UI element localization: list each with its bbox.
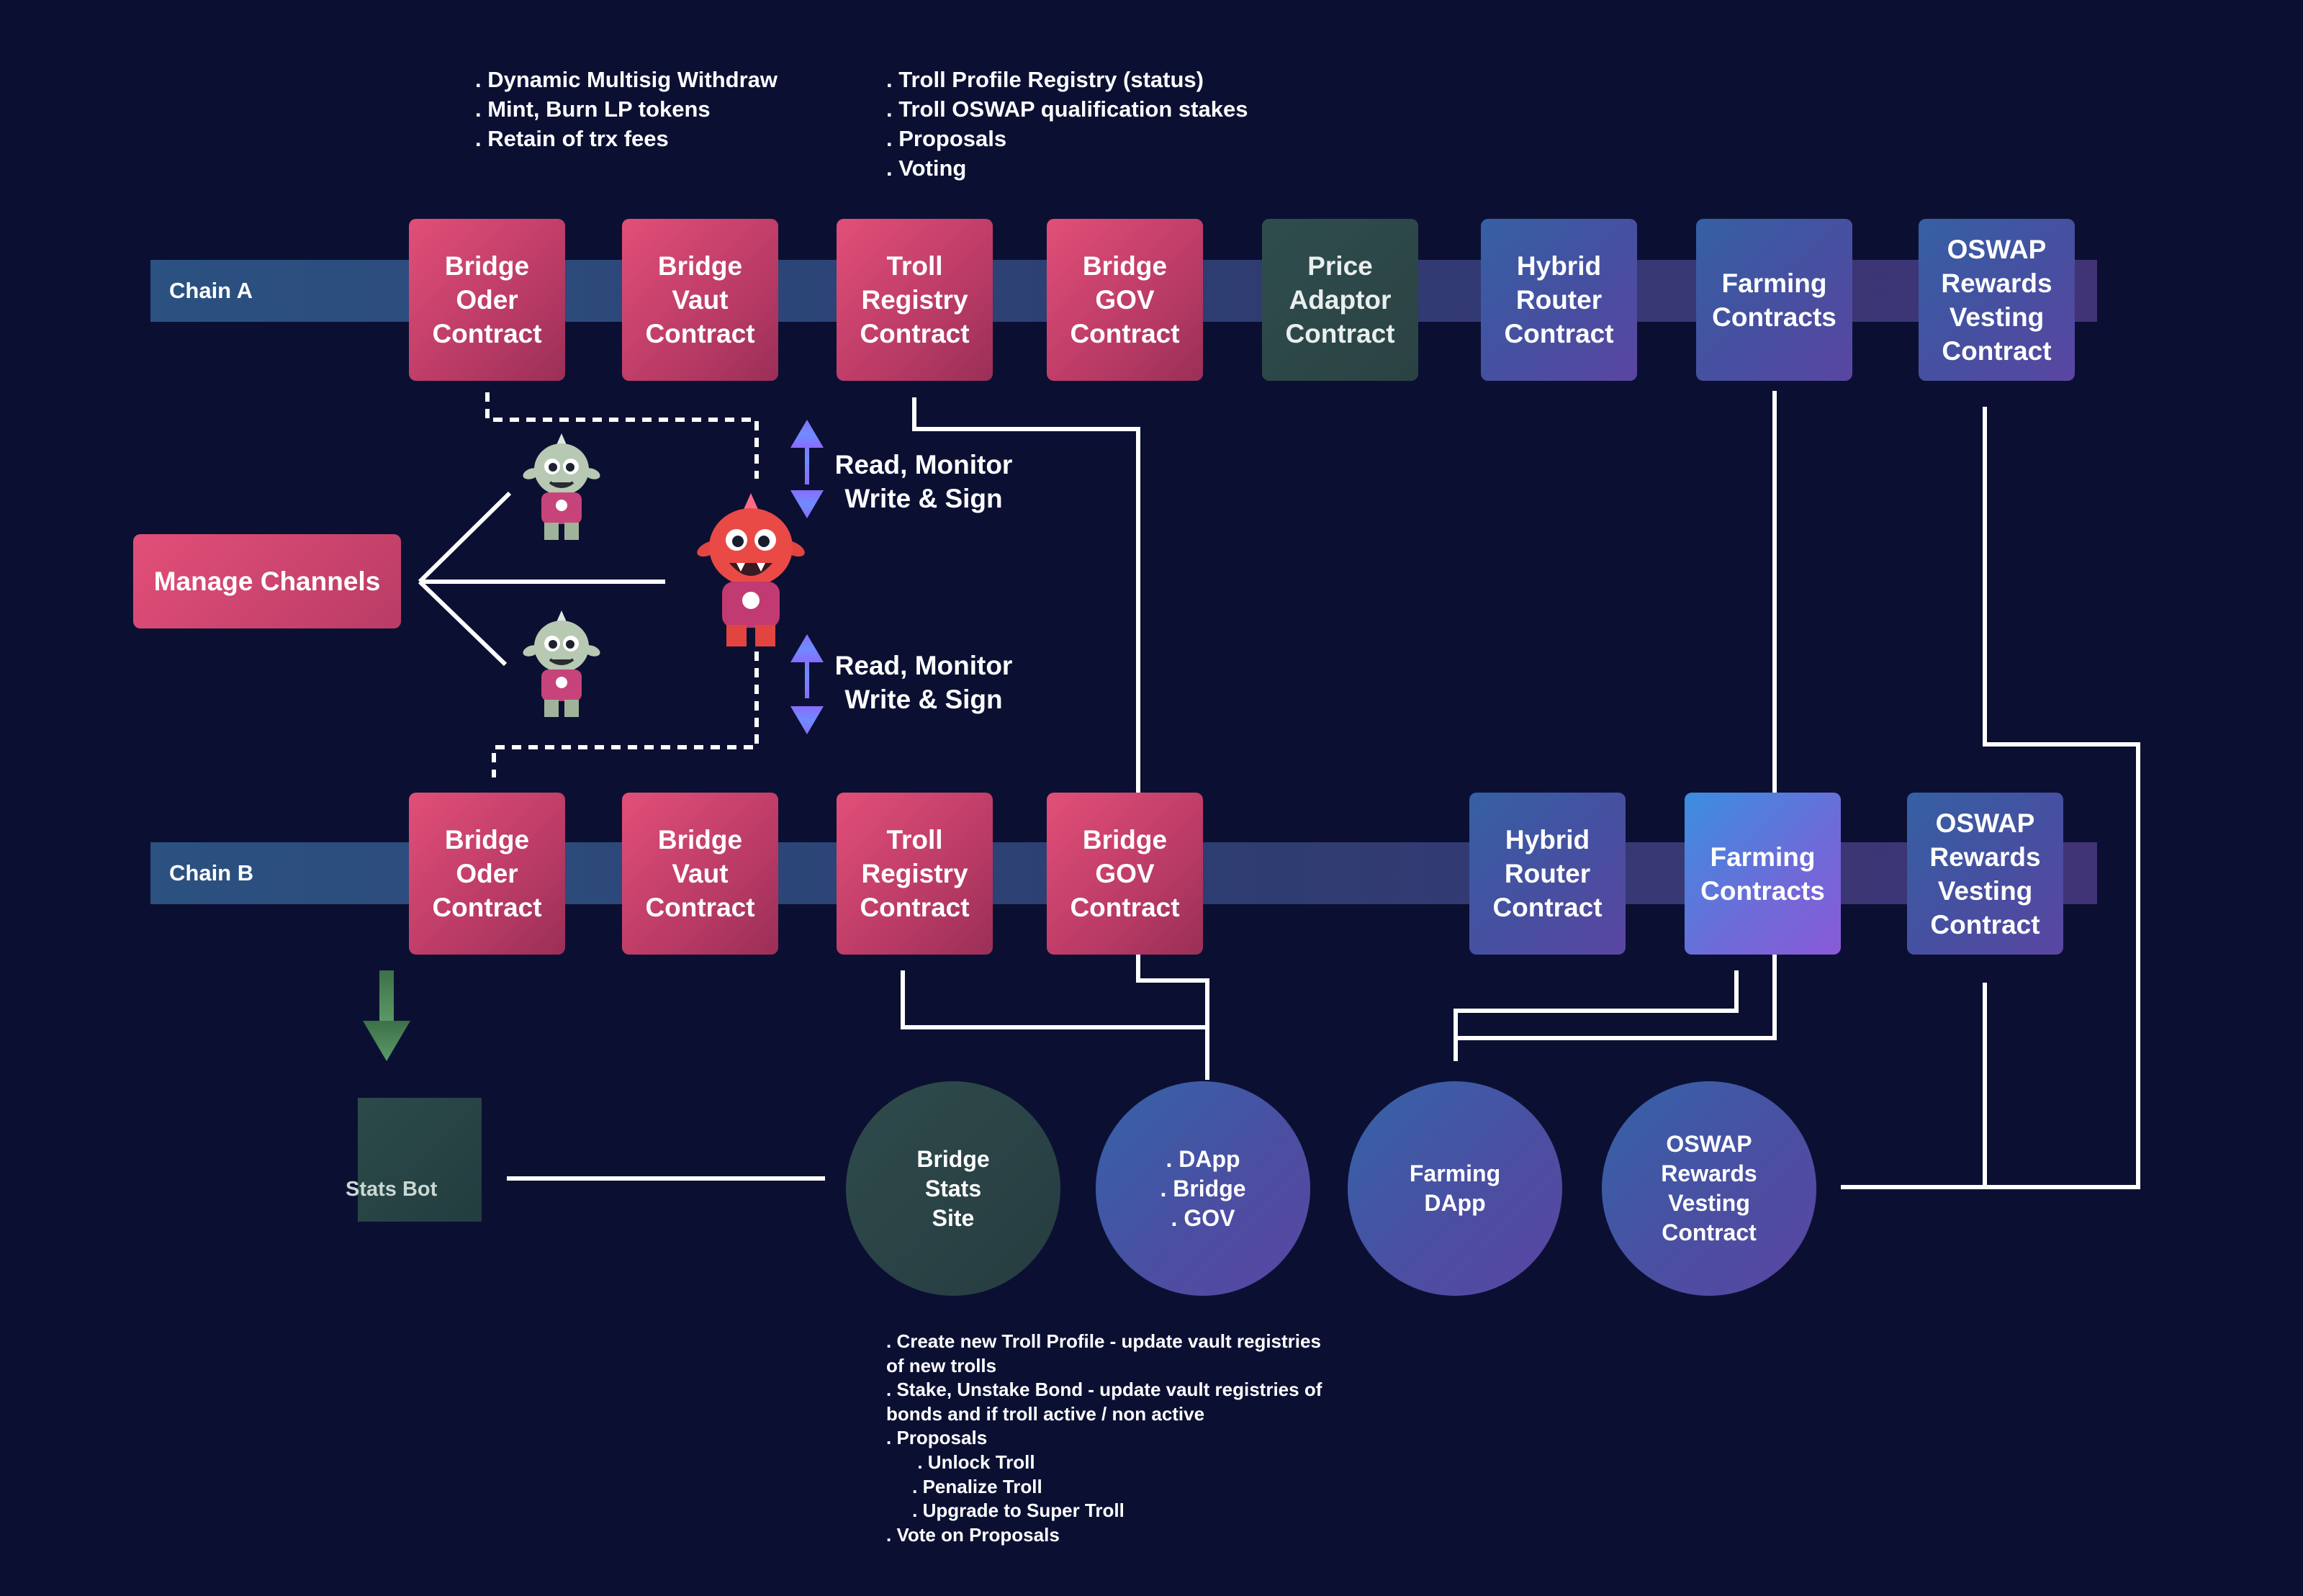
chain-a-troll-registry-contract: Troll Registry Contract — [837, 219, 993, 381]
double-arrow-bottom — [790, 634, 824, 734]
dapp-note-line: . Vote on Proposals — [886, 1523, 1060, 1546]
dapp-note-line: . Stake, Unstake Bond - update vault reg… — [886, 1379, 1322, 1401]
chain-b-farming-contracts: Farming Contracts — [1685, 793, 1841, 955]
dapp-note-line: . Proposals — [886, 1427, 988, 1449]
troll-notes: . Troll Profile Registry (status) . Trol… — [886, 65, 1248, 183]
troll-note-line: . Proposals — [886, 126, 1007, 151]
vault-notes: . Dynamic Multisig Withdraw . Mint, Burn… — [475, 65, 778, 153]
vault-note-line: . Retain of trx fees — [475, 126, 669, 151]
chain-b-hybrid-router-contract: Hybrid Router Contract — [1469, 793, 1626, 955]
stats-bot-label: Stats Bot — [346, 1178, 438, 1201]
troll-registry-a-to-dapp — [912, 397, 1209, 1080]
troll-note-line: . Voting — [886, 155, 967, 181]
chain-a-label: Chain A — [169, 278, 253, 303]
stats-bot-box — [358, 1098, 482, 1222]
troll-registry-b-to-dapp — [901, 970, 1207, 1029]
dapp-note-line: . Penalize Troll — [886, 1475, 1042, 1497]
farming-a-to-dapp — [1454, 391, 1777, 1061]
chain-a-farming-contracts: Farming Contracts — [1696, 219, 1852, 381]
chain-b-troll-registry-contract: Troll Registry Contract — [837, 793, 993, 955]
manage-link-upper — [418, 491, 512, 584]
dapp-note-line: . Unlock Troll — [886, 1451, 1035, 1473]
chain-a-bridge-oder-contract: Bridge Oder Contract — [409, 219, 565, 381]
farming-dapp-circle: Farming DApp — [1348, 1081, 1562, 1296]
main-troll-icon — [697, 493, 805, 646]
vault-note-line: . Mint, Burn LP tokens — [475, 96, 711, 122]
chain-a-bridge-gov-contract: Bridge GOV Contract — [1047, 219, 1203, 381]
dashed-link-chain-a — [485, 392, 759, 479]
dapp-bridge-gov-circle: . DApp . Bridge . GOV — [1096, 1081, 1310, 1296]
chain-b-bridge-oder-contract: Bridge Oder Contract — [409, 793, 565, 955]
dapp-notes: . Create new Troll Profile - update vaul… — [886, 1330, 1322, 1547]
oswap-a-to-rewards — [1841, 407, 2140, 1189]
farming-b-to-dapp — [1454, 970, 1739, 1038]
down-arrow — [363, 970, 410, 1061]
bridge-stats-site-circle: Bridge Stats Site — [846, 1081, 1060, 1296]
chain-a-bridge-vault-contract: Bridge Vaut Contract — [622, 219, 778, 381]
small-troll-upper-icon — [523, 433, 600, 540]
chain-b-oswap-rewards-vesting-contract: OSWAP Rewards Vesting Contract — [1907, 793, 2063, 955]
manage-link-lower — [418, 580, 508, 667]
dashed-link-chain-b — [492, 652, 759, 777]
dapp-note-line: . Create new Troll Profile - update vaul… — [886, 1330, 1321, 1352]
troll-note-line: . Troll Profile Registry (status) — [886, 67, 1204, 92]
chain-a-price-adaptor-contract: Price Adaptor Contract — [1262, 219, 1418, 381]
read-monitor-label-bottom: Read, Monitor Write & Sign — [834, 651, 1013, 714]
chain-b-bridge-vault-contract: Bridge Vaut Contract — [622, 793, 778, 955]
vault-note-line: . Dynamic Multisig Withdraw — [475, 67, 778, 92]
chain-a-oswap-rewards-vesting-contract: OSWAP Rewards Vesting Contract — [1919, 219, 2075, 381]
chain-b-bridge-gov-contract: Bridge GOV Contract — [1047, 793, 1203, 955]
chain-a-hybrid-router-contract: Hybrid Router Contract — [1481, 219, 1637, 381]
dapp-note-line: of new trolls — [886, 1354, 997, 1376]
manage-channels-button: Manage Channels — [133, 534, 401, 628]
small-troll-lower-icon — [523, 610, 600, 717]
troll-note-line: . Troll OSWAP qualification stakes — [886, 96, 1248, 122]
double-arrow-top — [790, 420, 824, 518]
dapp-note-line: bonds and if troll active / non active — [886, 1402, 1205, 1425]
chain-b-label: Chain B — [169, 860, 254, 885]
oswap-rewards-vesting-circle: OSWAP Rewards Vesting Contract — [1602, 1081, 1816, 1296]
read-monitor-label-top: Read, Monitor Write & Sign — [834, 450, 1013, 513]
dapp-note-line: . Upgrade to Super Troll — [886, 1500, 1125, 1522]
